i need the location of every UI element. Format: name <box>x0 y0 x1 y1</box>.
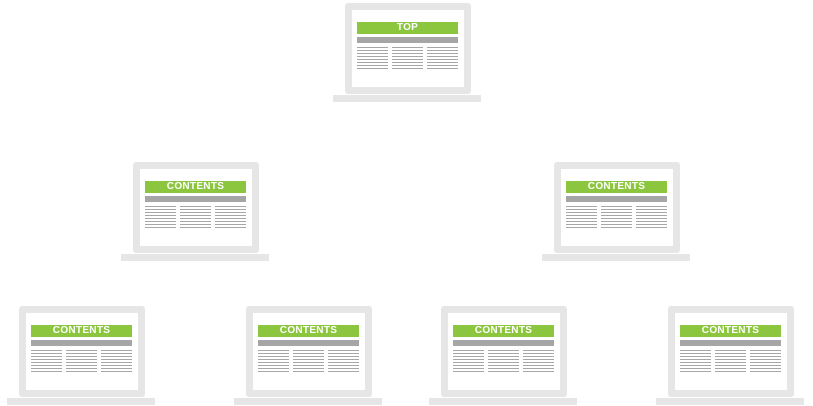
node-title: TOP <box>357 22 458 34</box>
laptop-node-level3: CONTENTS <box>7 306 155 406</box>
laptop-screen: CONTENTS <box>140 169 252 246</box>
text-column <box>750 350 781 372</box>
laptop-node-top: TOP <box>333 3 481 103</box>
laptop-frame: CONTENTS <box>441 306 567 397</box>
header-bar <box>566 196 667 202</box>
text-column <box>357 47 388 69</box>
text-column <box>145 206 176 228</box>
text-column <box>715 350 746 372</box>
text-column <box>293 350 324 372</box>
laptop-frame: CONTENTS <box>668 306 794 397</box>
laptop-base <box>333 95 481 102</box>
laptop-base <box>234 398 382 405</box>
node-title: CONTENTS <box>145 181 246 193</box>
node-title: CONTENTS <box>31 325 132 337</box>
header-bar <box>357 37 458 43</box>
laptop-frame: CONTENTS <box>133 162 259 253</box>
laptop-base <box>542 254 690 261</box>
text-column <box>601 206 632 228</box>
laptop-screen: CONTENTS <box>561 169 673 246</box>
header-bar <box>680 340 781 346</box>
laptop-frame: TOP <box>345 3 471 94</box>
node-title: CONTENTS <box>453 325 554 337</box>
node-title: CONTENTS <box>258 325 359 337</box>
text-column <box>392 47 423 69</box>
text-column <box>523 350 554 372</box>
text-column <box>427 47 458 69</box>
text-column <box>31 350 62 372</box>
header-bar <box>258 340 359 346</box>
text-column <box>453 350 484 372</box>
text-columns <box>145 206 246 228</box>
text-columns <box>566 206 667 228</box>
laptop-screen: CONTENTS <box>675 313 787 390</box>
laptop-frame: CONTENTS <box>19 306 145 397</box>
text-column <box>680 350 711 372</box>
text-column <box>66 350 97 372</box>
text-columns <box>258 350 359 372</box>
laptop-screen: CONTENTS <box>448 313 560 390</box>
node-title: CONTENTS <box>566 181 667 193</box>
laptop-base <box>7 398 155 405</box>
text-column <box>566 206 597 228</box>
text-column <box>258 350 289 372</box>
laptop-node-level3: CONTENTS <box>429 306 577 406</box>
text-columns <box>31 350 132 372</box>
text-column <box>215 206 246 228</box>
text-column <box>328 350 359 372</box>
node-title: CONTENTS <box>680 325 781 337</box>
header-bar <box>145 196 246 202</box>
header-bar <box>453 340 554 346</box>
laptop-base <box>656 398 804 405</box>
text-column <box>180 206 211 228</box>
text-column <box>636 206 667 228</box>
laptop-frame: CONTENTS <box>554 162 680 253</box>
text-columns <box>357 47 458 69</box>
laptop-screen: CONTENTS <box>26 313 138 390</box>
text-column <box>101 350 132 372</box>
laptop-node-level2: CONTENTS <box>542 162 690 262</box>
header-bar <box>31 340 132 346</box>
laptop-base <box>429 398 577 405</box>
text-columns <box>453 350 554 372</box>
laptop-base <box>121 254 269 261</box>
text-columns <box>680 350 781 372</box>
text-column <box>488 350 519 372</box>
laptop-node-level3: CONTENTS <box>234 306 382 406</box>
laptop-screen: TOP <box>352 10 464 87</box>
laptop-frame: CONTENTS <box>246 306 372 397</box>
laptop-node-level2: CONTENTS <box>121 162 269 262</box>
laptop-node-level3: CONTENTS <box>656 306 804 406</box>
laptop-screen: CONTENTS <box>253 313 365 390</box>
